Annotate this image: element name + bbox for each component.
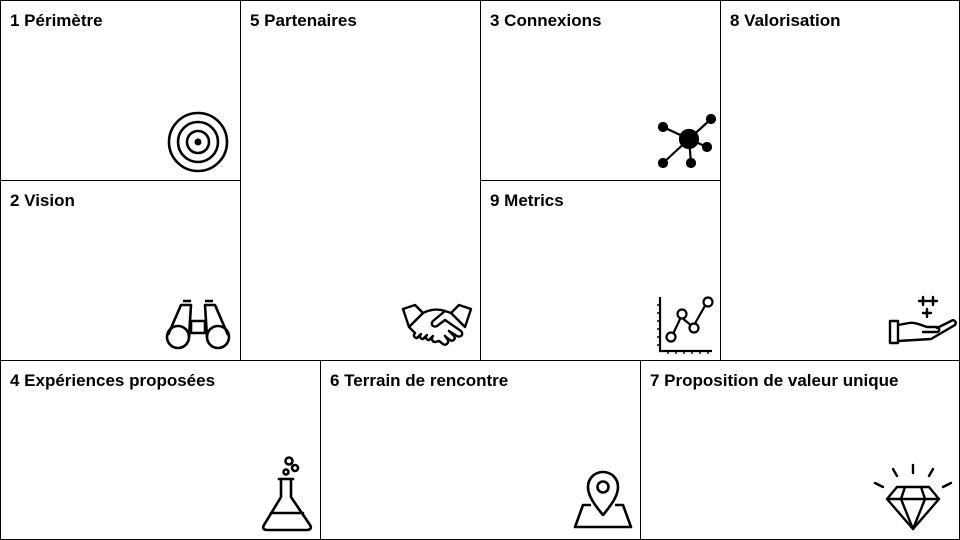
cell-title: 7 Proposition de valeur unique: [650, 371, 899, 390]
cell-title: 2 Vision: [10, 191, 75, 210]
line-chart-icon: [656, 295, 716, 355]
cell-title: 3 Connexions: [490, 11, 602, 30]
cell-partenaires: 5 Partenaires: [240, 0, 481, 361]
target-icon: [167, 111, 229, 173]
cell-proposition: 7 Proposition de valeur unique: [640, 360, 960, 540]
cell-valorisation: 8 Valorisation: [720, 0, 960, 361]
cell-title: 4 Expériences proposées: [10, 371, 216, 390]
handshake-icon: [401, 301, 473, 353]
map-pin-icon: [573, 469, 635, 531]
cell-title: 1 Périmètre: [10, 11, 103, 30]
flask-icon: [259, 455, 315, 533]
cell-title: 9 Metrics: [490, 191, 564, 210]
cell-title: 6 Terrain de rencontre: [330, 371, 509, 390]
cell-vision: 2 Vision: [0, 180, 241, 361]
cell-title: 8 Valorisation: [730, 11, 841, 30]
network-icon: [657, 113, 717, 173]
cell-title: 5 Partenaires: [250, 11, 357, 30]
diamond-icon: [871, 463, 955, 533]
cell-connexions: 3 Connexions: [480, 0, 721, 181]
cell-terrain: 6 Terrain de rencontre: [320, 360, 641, 540]
cell-metrics: 9 Metrics: [480, 180, 721, 361]
cell-perimetre: 1 Périmètre: [0, 0, 241, 181]
hand-offering-icon: [887, 295, 959, 347]
cell-experiences: 4 Expériences proposées: [0, 360, 321, 540]
binoculars-icon: [165, 299, 231, 351]
